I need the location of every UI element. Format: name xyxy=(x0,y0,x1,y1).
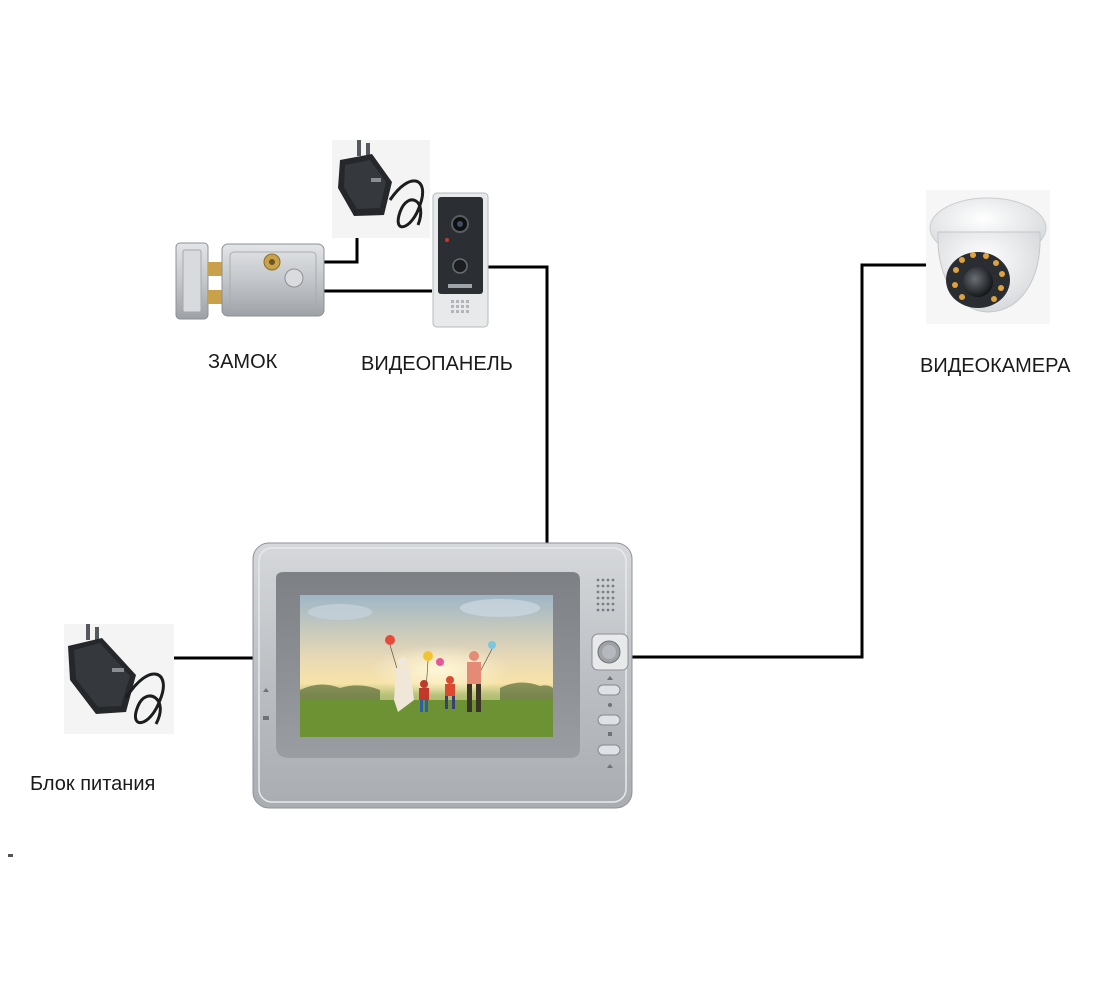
wire-camera-to-monitor xyxy=(632,263,935,659)
dome-camera-icon xyxy=(926,190,1050,324)
speaker-grille xyxy=(596,578,615,612)
electric-lock-icon xyxy=(175,242,325,320)
video-camera-label: ВИДЕОКАМЕРА xyxy=(920,355,1071,377)
video-monitor-icon xyxy=(252,542,633,809)
video-panel-label: ВИДЕОПАНЕЛЬ xyxy=(361,353,513,375)
power-adapter-icon xyxy=(64,624,174,734)
lock-label: ЗАМОК xyxy=(208,351,278,373)
power-supply-label: Блок питания xyxy=(30,773,156,795)
door-video-panel-icon xyxy=(432,192,489,328)
stray-mark xyxy=(8,854,13,857)
monitor-screen xyxy=(300,595,553,737)
power-adapter-icon xyxy=(332,140,430,238)
monitor-side-buttons xyxy=(597,684,621,756)
wire-panel-to-monitor xyxy=(488,265,549,545)
